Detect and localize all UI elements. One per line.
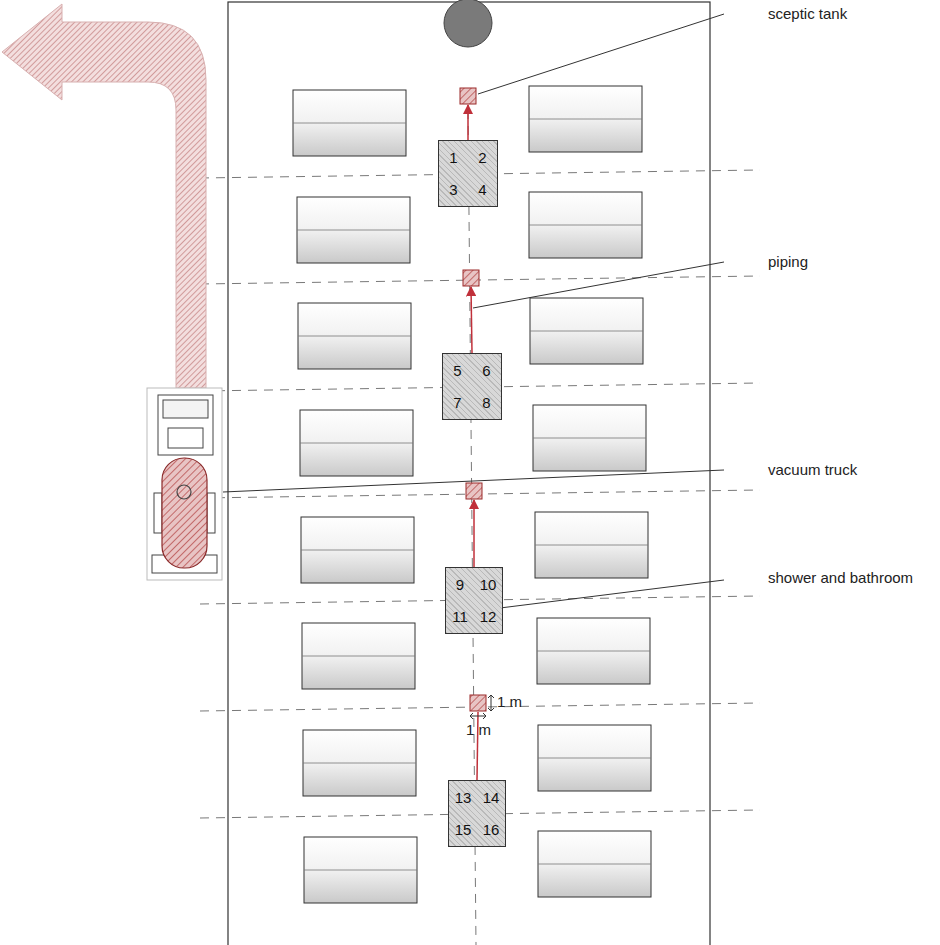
tent (303, 730, 416, 796)
tent (538, 725, 651, 791)
callout-label: vacuum truck (768, 462, 857, 479)
unit-number: 9 (454, 576, 466, 593)
unit-number: 4 (476, 181, 488, 198)
septic-tank (444, 0, 492, 47)
tent (535, 512, 648, 578)
leader-line (223, 470, 724, 492)
pit (466, 483, 482, 499)
pit (470, 695, 486, 711)
tent (529, 192, 642, 258)
unit-number: 16 (481, 821, 502, 838)
tent (301, 517, 414, 583)
unit-number: 6 (480, 362, 492, 379)
tent (300, 410, 413, 476)
unit-number: 5 (451, 362, 463, 379)
shower-block: 1234 (438, 140, 498, 207)
tent (304, 837, 417, 903)
pipe (471, 287, 472, 353)
tent (302, 623, 415, 689)
tent (538, 831, 651, 897)
unit-number: 14 (481, 789, 502, 806)
tent (537, 618, 650, 684)
dimension-label: 1 m (466, 722, 491, 739)
unit-number: 15 (453, 821, 474, 838)
unit-number: 11 (450, 608, 470, 625)
shower-block: 13 14 15 16 (448, 780, 506, 847)
unit-number: 8 (480, 394, 492, 411)
unit-number: 12 (478, 608, 499, 625)
route-arrow (2, 4, 206, 388)
leader-line (500, 580, 724, 608)
tent (533, 405, 646, 471)
tent (298, 303, 411, 369)
tent (530, 298, 643, 364)
dimension-mark (488, 695, 494, 711)
tent (529, 86, 642, 152)
unit-number: 7 (451, 394, 463, 411)
pit (460, 88, 476, 104)
callout-label: shower and bathroom (768, 570, 913, 587)
pipe (467, 105, 469, 140)
unit-number: 3 (447, 181, 459, 198)
unit-number: 10 (478, 576, 499, 593)
shower-block: 5678 (442, 353, 502, 420)
unit-number: 13 (453, 789, 474, 806)
unit-number: 2 (476, 149, 488, 166)
shower-block: 9 10 11 12 (445, 567, 503, 634)
pit (463, 270, 479, 286)
dimension-label: 1 m (497, 694, 522, 711)
unit-number: 1 (447, 149, 459, 166)
leader-line (478, 14, 724, 94)
pipe (473, 500, 475, 567)
tent (293, 90, 406, 156)
callout-label: piping (768, 254, 808, 271)
leader-line (473, 262, 724, 308)
row-line (200, 276, 760, 284)
callout-label: sceptic tank (768, 6, 847, 23)
dimension-mark (470, 713, 486, 719)
tent (297, 197, 410, 263)
vacuum-truck (147, 388, 222, 580)
